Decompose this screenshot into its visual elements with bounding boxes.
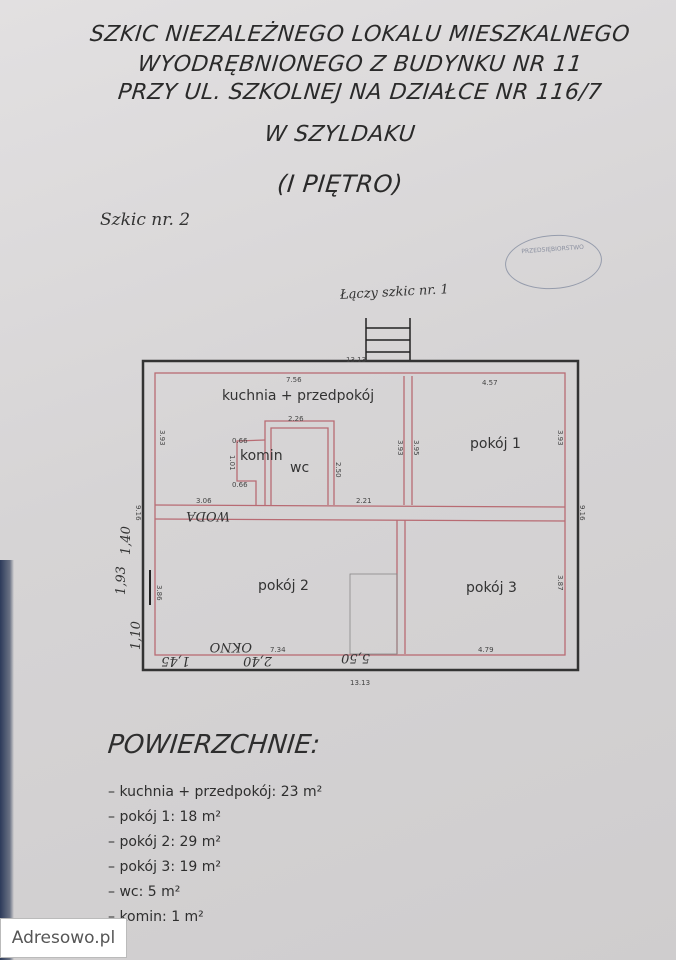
room-label-pokoj-1: pokój 1 bbox=[470, 436, 521, 452]
dim-wc-height: 2.50 bbox=[334, 462, 342, 478]
room-label-pokoj-2: pokój 2 bbox=[258, 578, 309, 594]
wardrobe bbox=[349, 573, 398, 655]
dim-room2-height: 3.86 bbox=[155, 585, 163, 601]
watermark-logo: Adresowo.pl bbox=[0, 918, 127, 958]
dim-side-left: 9.16 bbox=[134, 505, 142, 521]
dim-corridor-width: 2.21 bbox=[356, 497, 372, 505]
areas-section: POWIERZCHNIE: – kuchnia + przedpokój: 23… bbox=[106, 730, 323, 934]
handwritten-1-93: 1,93 bbox=[114, 566, 129, 595]
room-label-kitchen: kuchnia + przedpokój bbox=[222, 388, 374, 404]
dim-wc-width: 2.26 bbox=[288, 415, 304, 423]
dim-kitchen-width: 7.56 bbox=[286, 376, 302, 384]
area-item: – kuchnia + przedpokój: 23 m² bbox=[108, 784, 323, 800]
room-label-wc: wc bbox=[290, 460, 309, 476]
dim-wall-right: 3.95 bbox=[412, 440, 420, 456]
handwritten-1-40: 1,40 bbox=[119, 526, 134, 555]
dim-room3-height: 3.87 bbox=[556, 575, 564, 591]
area-item: – wc: 5 m² bbox=[108, 884, 181, 900]
dim-room1-height: 3.93 bbox=[556, 430, 564, 446]
dim-komin-a: 0.66 bbox=[232, 437, 248, 445]
dim-wall-left: 3.93 bbox=[396, 440, 404, 456]
dim-room2-width: 7.34 bbox=[270, 646, 286, 654]
handwritten-woda: WODA bbox=[186, 508, 230, 523]
room-label-komin: komin bbox=[240, 448, 283, 464]
stairs bbox=[365, 318, 411, 360]
area-item: – komin: 1 m² bbox=[108, 909, 204, 925]
handwritten-5-50: 5,50 bbox=[341, 650, 370, 665]
dim-komin-height: 1.01 bbox=[228, 455, 236, 471]
areas-heading: POWIERZCHNIE: bbox=[106, 730, 322, 760]
sketch-number: Szkic nr. 2 bbox=[100, 210, 191, 230]
dim-side-right: 9.16 bbox=[578, 505, 586, 521]
area-item: – pokój 3: 19 m² bbox=[108, 859, 222, 875]
handwritten-okno: OKNO bbox=[209, 639, 252, 654]
dim-top-outer: 13.13 bbox=[346, 356, 366, 364]
dim-kitchen-height: 3.93 bbox=[158, 430, 166, 446]
background-edge bbox=[0, 560, 14, 960]
area-item: – pokój 1: 18 m² bbox=[108, 809, 222, 825]
handwritten-2-40: 2,40 bbox=[243, 653, 273, 668]
room-label-pokoj-3: pokój 3 bbox=[466, 580, 517, 596]
inner-walls bbox=[154, 372, 566, 656]
outer-wall bbox=[141, 359, 580, 672]
area-item: – pokój 2: 29 m² bbox=[108, 834, 222, 850]
dim-bottom-outer: 13.13 bbox=[350, 679, 370, 687]
dim-room3-width: 4.79 bbox=[478, 646, 494, 654]
handwritten-1-45: 1,45 bbox=[161, 653, 190, 668]
dim-komin-b: 0.66 bbox=[232, 481, 248, 489]
handwritten-1-10: 1,10 bbox=[129, 621, 144, 650]
dim-room1-width: 4.57 bbox=[482, 379, 498, 387]
dim-corridor-left: 3.06 bbox=[196, 497, 212, 505]
